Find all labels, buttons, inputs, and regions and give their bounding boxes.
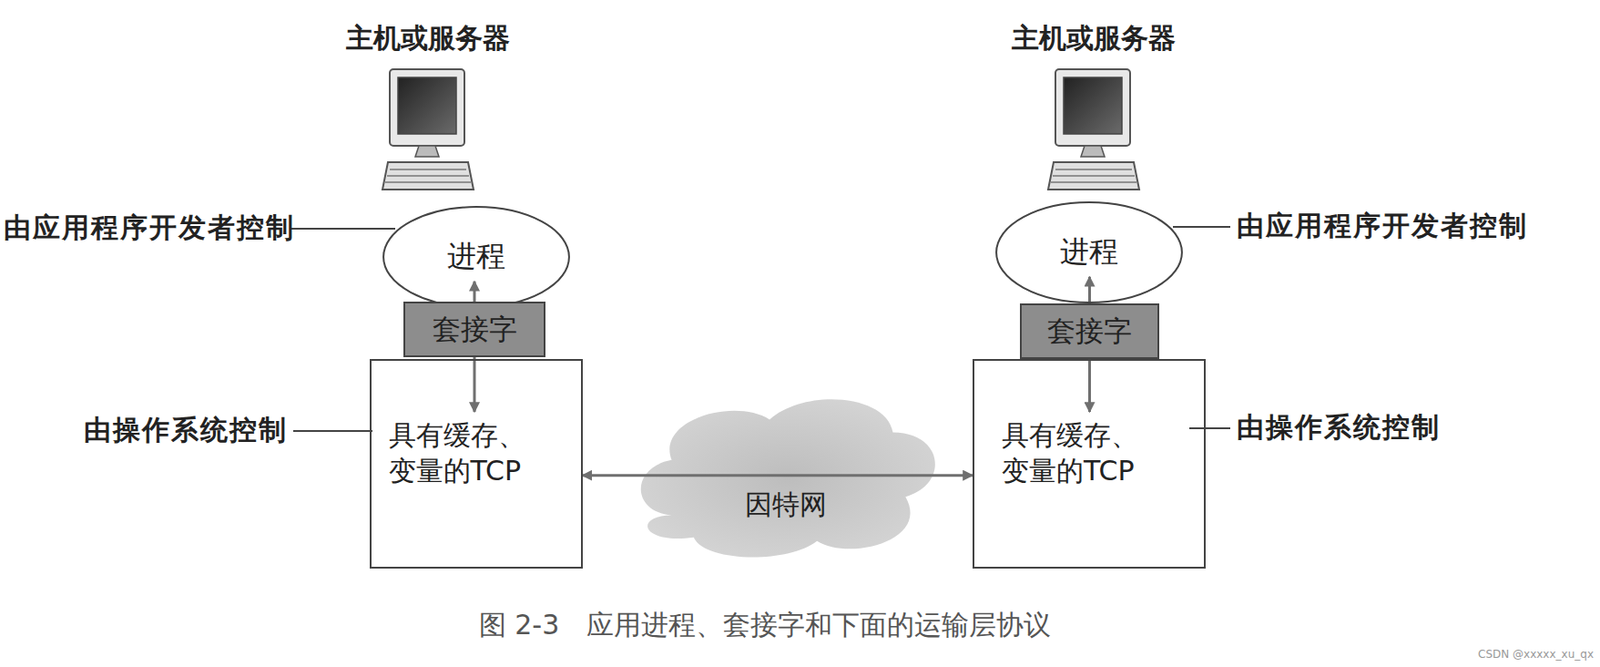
connector-arrow — [1088, 358, 1091, 412]
connector-arrow — [473, 281, 477, 302]
leader-line — [293, 429, 373, 432]
control-label: 由操作系统控制 — [1236, 410, 1441, 444]
leader-line — [1172, 225, 1231, 228]
connector-arrow — [473, 356, 477, 412]
process-ellipse: 进程 — [994, 201, 1184, 304]
socket-box: 套接字 — [1019, 303, 1160, 359]
host-title: 主机或服务器 — [346, 21, 510, 55]
node-text: 套接字 — [1047, 312, 1132, 349]
tcp-box: 具有缓存、 变量的TCP — [369, 358, 583, 569]
tcp-box: 具有缓存、 变量的TCP — [972, 358, 1206, 569]
watermark: CSDN @xxxxx_xu_qx — [1477, 647, 1594, 661]
process-ellipse: 进程 — [381, 205, 571, 308]
control-label: 由操作系统控制 — [83, 413, 288, 447]
host-title: 主机或服务器 — [1011, 21, 1176, 55]
connector-arrow — [1088, 276, 1091, 304]
figure-caption: 图 2-3 应用进程、套接字和下面的运输层协议 — [478, 608, 1052, 642]
node-text: 套接字 — [432, 310, 518, 347]
leader-line — [1189, 427, 1231, 429]
connector-arrow — [582, 473, 974, 477]
computer-icon — [1048, 69, 1140, 190]
node-text: 具有缓存、 变量的TCP — [1001, 417, 1166, 489]
node-text: 因特网 — [744, 486, 827, 522]
node-text: 进程 — [447, 237, 506, 276]
computer-icon — [382, 69, 474, 190]
control-label: 由应用程序开发者控制 — [3, 211, 296, 245]
leader-line — [291, 227, 396, 230]
node-text: 具有缓存、 变量的TCP — [388, 417, 553, 489]
socket-box: 套接字 — [403, 301, 546, 357]
node-text: 进程 — [1059, 233, 1119, 272]
control-label: 由应用程序开发者控制 — [1236, 209, 1529, 243]
